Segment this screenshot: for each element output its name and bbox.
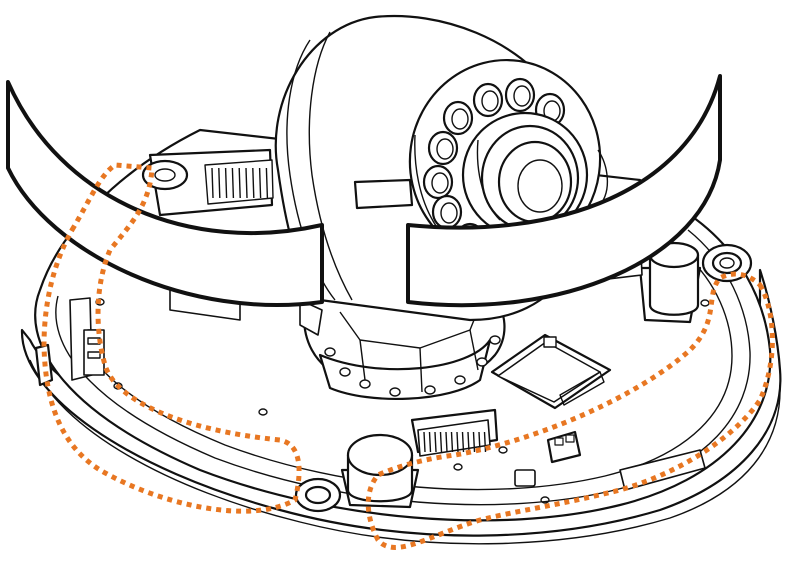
screw-post-bottom: [294, 477, 342, 513]
routing-path: [41, 162, 775, 550]
header-pin: [211, 167, 214, 199]
header-pin: [218, 167, 221, 199]
ribbon-pin: [467, 431, 470, 453]
ir-led-icon: [422, 164, 454, 200]
header-pin: [258, 167, 262, 199]
ribbon-pin: [423, 431, 426, 453]
dip-switch: [546, 430, 582, 464]
adhesive-strip-right: [406, 74, 722, 308]
mount-hole: [359, 379, 371, 389]
ribbon-pin: [434, 431, 437, 453]
ir-led-icon: [504, 77, 536, 113]
ribbon-pin: [445, 431, 448, 453]
ribbon-connector: [410, 408, 499, 457]
mount-hole: [389, 387, 401, 397]
mount-hole: [424, 385, 436, 395]
header-pin: [265, 167, 269, 199]
mount-hole: [324, 347, 336, 357]
sd-card-slot: [490, 333, 612, 410]
ir-led-icon: [442, 100, 474, 136]
ribbon-pin: [450, 431, 454, 453]
ribbon-pin: [461, 431, 465, 453]
mount-hole: [476, 357, 488, 367]
ir-led-icon: [431, 194, 463, 230]
board-holes: [95, 298, 710, 504]
tact-switch: [514, 469, 536, 487]
ribbon-pin: [456, 431, 459, 453]
header-connector: [141, 148, 274, 217]
reset-button: [340, 433, 420, 509]
screw-post-right: [701, 243, 753, 283]
header-pin: [252, 167, 255, 199]
ribbon-pin: [428, 431, 432, 453]
ribbon-pin: [483, 431, 487, 453]
ir-led-icon: [427, 130, 459, 166]
mount-hole: [489, 335, 501, 345]
mount-hole: [454, 375, 466, 385]
header-pin: [245, 167, 248, 199]
mount-hole: [339, 367, 351, 377]
ribbon-pin: [439, 431, 443, 453]
ribbon-pin: [472, 431, 476, 453]
header-pin: [231, 167, 235, 199]
header-pin: [238, 167, 241, 199]
ir-led-icon: [472, 82, 504, 118]
header-pin: [224, 167, 228, 199]
